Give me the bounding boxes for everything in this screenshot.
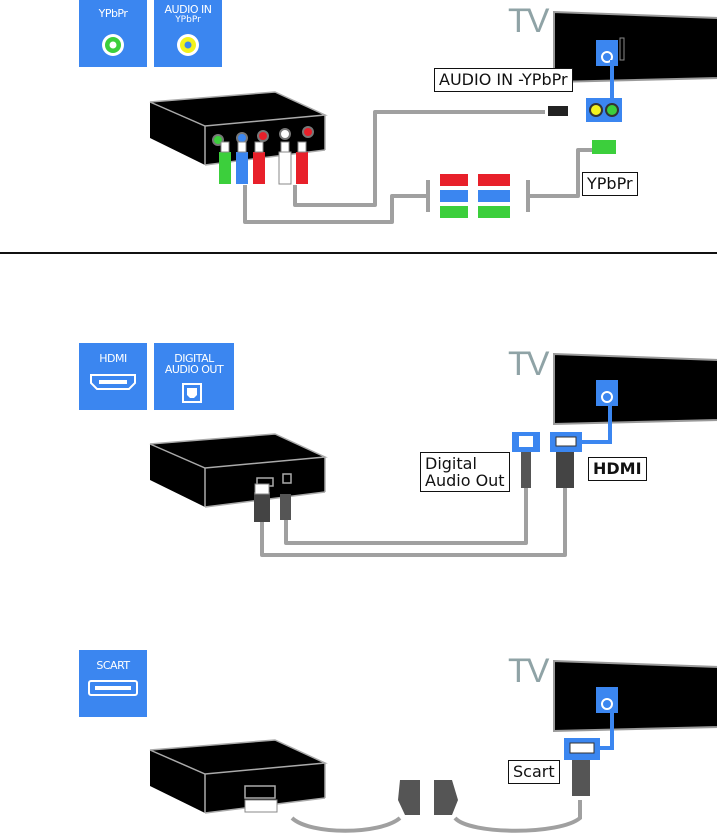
green-rca-jack-icon [102,34,124,56]
audio-cable [293,110,545,207]
scart-port-tile: SCART [79,650,147,717]
tv-icon [553,352,717,426]
hdmi-source-device [149,433,328,508]
hdmi-tile-label: HDMI [99,352,127,365]
audio-in-tile-sublabel: YPbPr [175,15,201,25]
rca-plugs-device-side [219,141,308,185]
scart-tile-label: SCART [96,659,130,672]
ypbpr-callout: YPbPr [582,172,638,196]
hdmi-cables [254,405,612,557]
hdmi-port-tile: HDMI [79,343,147,410]
audio-in-tile-label: AUDIO IN [164,3,212,16]
digital-audio-out-tile: DIGITAL AUDIO OUT [154,343,234,410]
tv-icon [553,10,717,84]
ypbpr-tile-label: YPbPr [98,7,128,20]
yellow-audio-jack-icon [177,34,199,56]
tv-label: TV [508,652,549,690]
hdmi-callout: HDMI [588,457,647,481]
digital-tile-label: DIGITAL [174,352,214,365]
tv-label: TV [508,345,549,383]
section-divider [0,252,717,254]
hdmi-port-icon [90,374,136,390]
rca-coupler [440,174,510,218]
component-cable [243,185,430,224]
tv-icon [553,659,717,733]
device-rca-jacks [212,126,314,146]
optical-port-icon [182,383,202,403]
audio-out-tile-sublabel: AUDIO OUT [164,363,224,376]
scart-callout: Scart [508,760,560,784]
scart-port-icon [88,680,138,696]
ypbpr-port-tile: YPbPr [79,0,147,67]
digital-audio-out-callout: Digital Audio Out [420,452,510,492]
audio-in-ypbpr-tile: AUDIO IN YPbPr [154,0,222,67]
callout-line-digital: Digital [425,454,477,473]
ypbpr-cables [243,60,622,224]
callout-line-audio-out: Audio Out [425,471,505,490]
audio-in-ypbpr-callout: AUDIO IN -YPbPr [434,68,573,92]
tv-label: TV [508,2,549,40]
